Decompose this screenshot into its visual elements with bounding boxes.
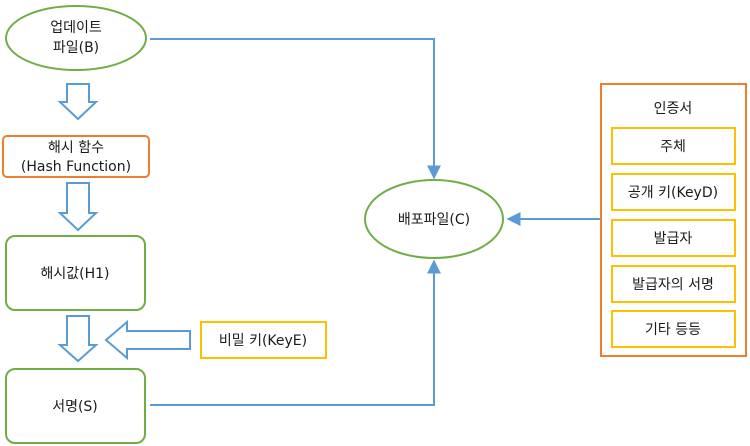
certificate-item-subject	[611, 127, 736, 165]
certificate-item-public-key	[611, 173, 736, 211]
private-key-label: 비밀 키(KeyE)	[219, 333, 307, 349]
certificate-item-issuer-signature-label: 발급자의 서명	[632, 277, 714, 293]
hash-value-box	[5, 235, 146, 311]
update-file-line1: 업데이트	[50, 20, 102, 36]
certificate-item-issuer-label: 발급자	[654, 231, 693, 247]
connector-update-to-distribution	[150, 38, 441, 180]
block-arrow-down-2	[57, 182, 99, 232]
block-arrow-down-3	[57, 315, 99, 363]
connector-signature-to-distribution	[150, 259, 441, 406]
certificate-item-issuer-signature	[611, 265, 736, 303]
update-file-node	[5, 5, 147, 71]
signature-box	[5, 368, 146, 444]
certificate-item-subject-label: 주체	[660, 139, 686, 155]
hash-function-line1: 해시 함수	[48, 140, 104, 156]
certificate-item-etc	[611, 310, 736, 348]
certificate-title: 인증서	[654, 101, 693, 117]
private-key-box	[200, 321, 327, 359]
distribution-file-label: 배포파일(C)	[398, 212, 470, 228]
block-arrow-left	[104, 319, 191, 361]
distribution-file-node	[364, 179, 504, 259]
block-arrow-down-1	[57, 83, 99, 121]
update-file-line2: 파일(B)	[53, 40, 99, 56]
certificate-item-issuer	[611, 219, 736, 257]
certificate-item-public-key-label: 공개 키(KeyD)	[628, 185, 718, 201]
signature-label: 서명(S)	[52, 399, 98, 415]
hash-function-line2: (Hash Function)	[21, 159, 131, 175]
certificate-item-etc-label: 기타 등등	[645, 322, 701, 338]
hash-function-box	[2, 135, 150, 178]
hash-value-label: 해시값(H1)	[41, 266, 110, 282]
